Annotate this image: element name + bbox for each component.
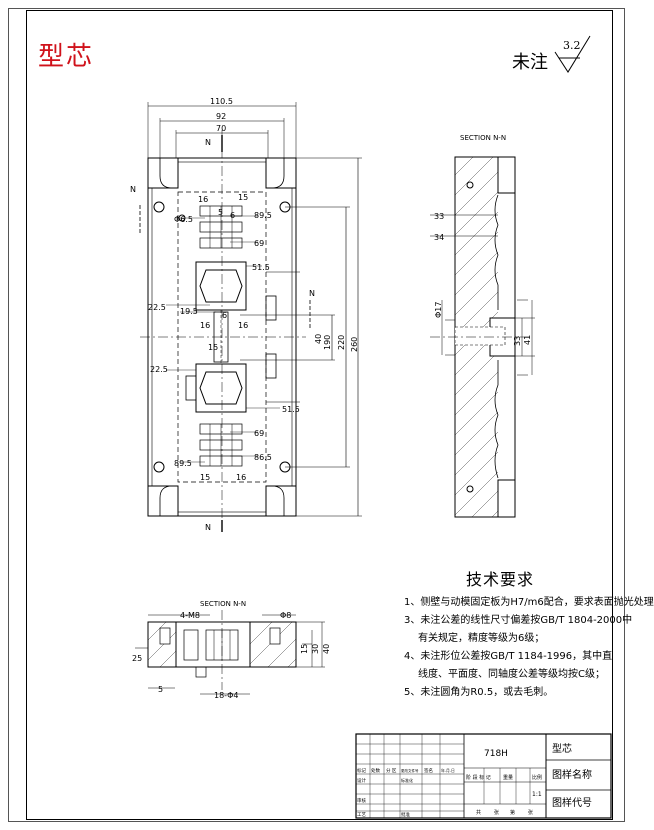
role-standard: 标准化: [401, 777, 413, 783]
dim-40: 40: [314, 334, 323, 344]
section-mark-right: N: [309, 289, 315, 298]
sheet-no-suffix: 张: [528, 809, 533, 816]
tech-note-3-cont: 有关规定，精度等级为6级；: [418, 633, 545, 644]
dim-51-5-bottom: 51.5: [282, 405, 300, 414]
dim-86-5: 86.5: [254, 453, 272, 462]
roughness-value: 3.2: [563, 39, 581, 52]
dim-70: 70: [216, 124, 226, 133]
front-dim-25: 25: [132, 654, 142, 663]
plan-view: [139, 102, 362, 532]
roughness-symbol: 3.2: [554, 35, 591, 73]
dim-16-d: 16: [236, 473, 246, 482]
tech-note-4: 4、未注形位公差按GB/T 1184-1996，其中直: [404, 651, 613, 662]
sheet-total-suffix: 张: [494, 809, 499, 816]
section-mark-left: N: [130, 185, 136, 194]
side-dim-34: 34: [434, 233, 444, 242]
dim-22-5-top: 22.5: [148, 303, 166, 312]
front-dim-4-m8: 4-M8: [180, 611, 200, 620]
sheet-no-prefix: 第: [510, 809, 515, 816]
dim-190: 190: [323, 335, 332, 350]
role-review: 审核: [357, 797, 366, 804]
drawing-frame-inner: [26, 10, 613, 820]
dim-51-5-top: 51.5: [252, 263, 270, 272]
role-zone: 分 区: [386, 767, 397, 774]
dim-110-5: 110.5: [210, 97, 233, 106]
dim-6-b: 6: [222, 311, 227, 320]
role-count: 处数: [371, 767, 380, 774]
tech-note-5: 5、未注圆角为R0.5，或去毛刺。: [404, 687, 554, 698]
scale-label: 比例: [532, 774, 542, 781]
side-dim-diameter: Φ17: [434, 302, 443, 318]
dim-6-a: 6: [230, 211, 235, 220]
side-dim-33-top: 33: [434, 212, 444, 221]
hole-diameter: Φ6.5: [174, 215, 193, 224]
front-dim-5: 5: [158, 685, 163, 694]
front-section-labels: SECTION N-N 4-M8 Φ8 25 15 30 40 5 18-Φ4: [132, 600, 331, 700]
side-section-title: SECTION N-N: [460, 134, 506, 142]
side-section-labels: SECTION N-N 33 34 Φ17 33 41: [434, 134, 532, 346]
tech-requirements-title: 技术要求: [466, 570, 535, 589]
dim-15-b: 15: [208, 343, 218, 352]
role-process: 工艺: [357, 812, 366, 818]
dim-220: 220: [337, 335, 346, 350]
dim-15-c: 15: [200, 473, 210, 482]
front-section-title: SECTION N-N: [200, 600, 246, 608]
scale-value: 1:1: [532, 791, 542, 798]
part-name: 型芯: [552, 742, 572, 755]
role-mark: 标记: [357, 767, 366, 774]
tech-note-3: 3、未注公差的线性尺寸偏差按GB/T 1804-2000中: [404, 615, 633, 626]
front-dim-phi8: Φ8: [280, 611, 291, 620]
dim-69-top: 69: [254, 239, 264, 248]
title-block-text: 718H 型芯 图样名称 图样代号 阶 段 标 记 重量 比例 1:1 共 张 …: [357, 742, 592, 818]
sheet-total-prefix: 共: [476, 809, 481, 816]
stage-label: 阶 段 标 记: [466, 774, 491, 781]
material: 718H: [484, 749, 508, 759]
section-mark-bottom: N: [205, 523, 211, 532]
dim-16-a: 16: [198, 195, 208, 204]
dim-69-bottom: 69: [254, 429, 264, 438]
drawing-title: 型芯: [38, 42, 95, 72]
dim-19-5: 19.5: [180, 307, 198, 316]
role-sign: 签名: [424, 767, 433, 774]
front-dim-18-phi4: 18-Φ4: [214, 691, 238, 700]
title-block: [355, 733, 612, 819]
role-date: 年.月.日: [441, 768, 455, 773]
front-dim-15: 15: [300, 644, 309, 654]
dim-15-a: 15: [238, 193, 248, 202]
dim-5: 5: [218, 208, 223, 217]
plan-view-labels: 110.5 92 70 N N N N Φ6.5 16 15 5 6 89.5 …: [130, 97, 359, 532]
dim-260: 260: [350, 337, 359, 352]
section-mark-top: N: [205, 138, 211, 147]
side-dim-33-right: 33: [513, 336, 522, 346]
role-change: 更改文件号: [401, 768, 419, 773]
dim-92: 92: [216, 112, 226, 121]
tech-requirements-notes: 1、侧壁与动模固定板为H7/m6配合，要求表面抛光处理； 3、未注公差的线性尺寸…: [404, 594, 654, 702]
roughness-note: 未注: [512, 52, 548, 73]
code-label: 图样代号: [552, 796, 592, 809]
dim-89-5-top: 89.5: [254, 211, 272, 220]
tech-note-4-cont: 线度、平面度、同轴度公差等级均按C级；: [418, 669, 605, 680]
name-label: 图样名称: [552, 768, 592, 781]
front-dim-40: 40: [322, 644, 331, 654]
front-dim-30: 30: [311, 644, 320, 654]
tech-note-1: 1、侧壁与动模固定板为H7/m6配合，要求表面抛光处理；: [404, 597, 654, 608]
side-section-view: [430, 156, 535, 518]
dim-89-5-bottom: 89.5: [174, 459, 192, 468]
role-design: 设计: [357, 777, 366, 784]
front-section-view: [135, 610, 325, 695]
role-approve: 批准: [401, 811, 410, 818]
side-dim-41: 41: [523, 335, 532, 345]
weight-label: 重量: [503, 774, 513, 781]
dim-22-5-bottom: 22.5: [150, 365, 168, 374]
drawing-frame-outer: [8, 8, 625, 822]
dim-16-b: 16: [200, 321, 210, 330]
dim-16-c: 16: [238, 321, 248, 330]
